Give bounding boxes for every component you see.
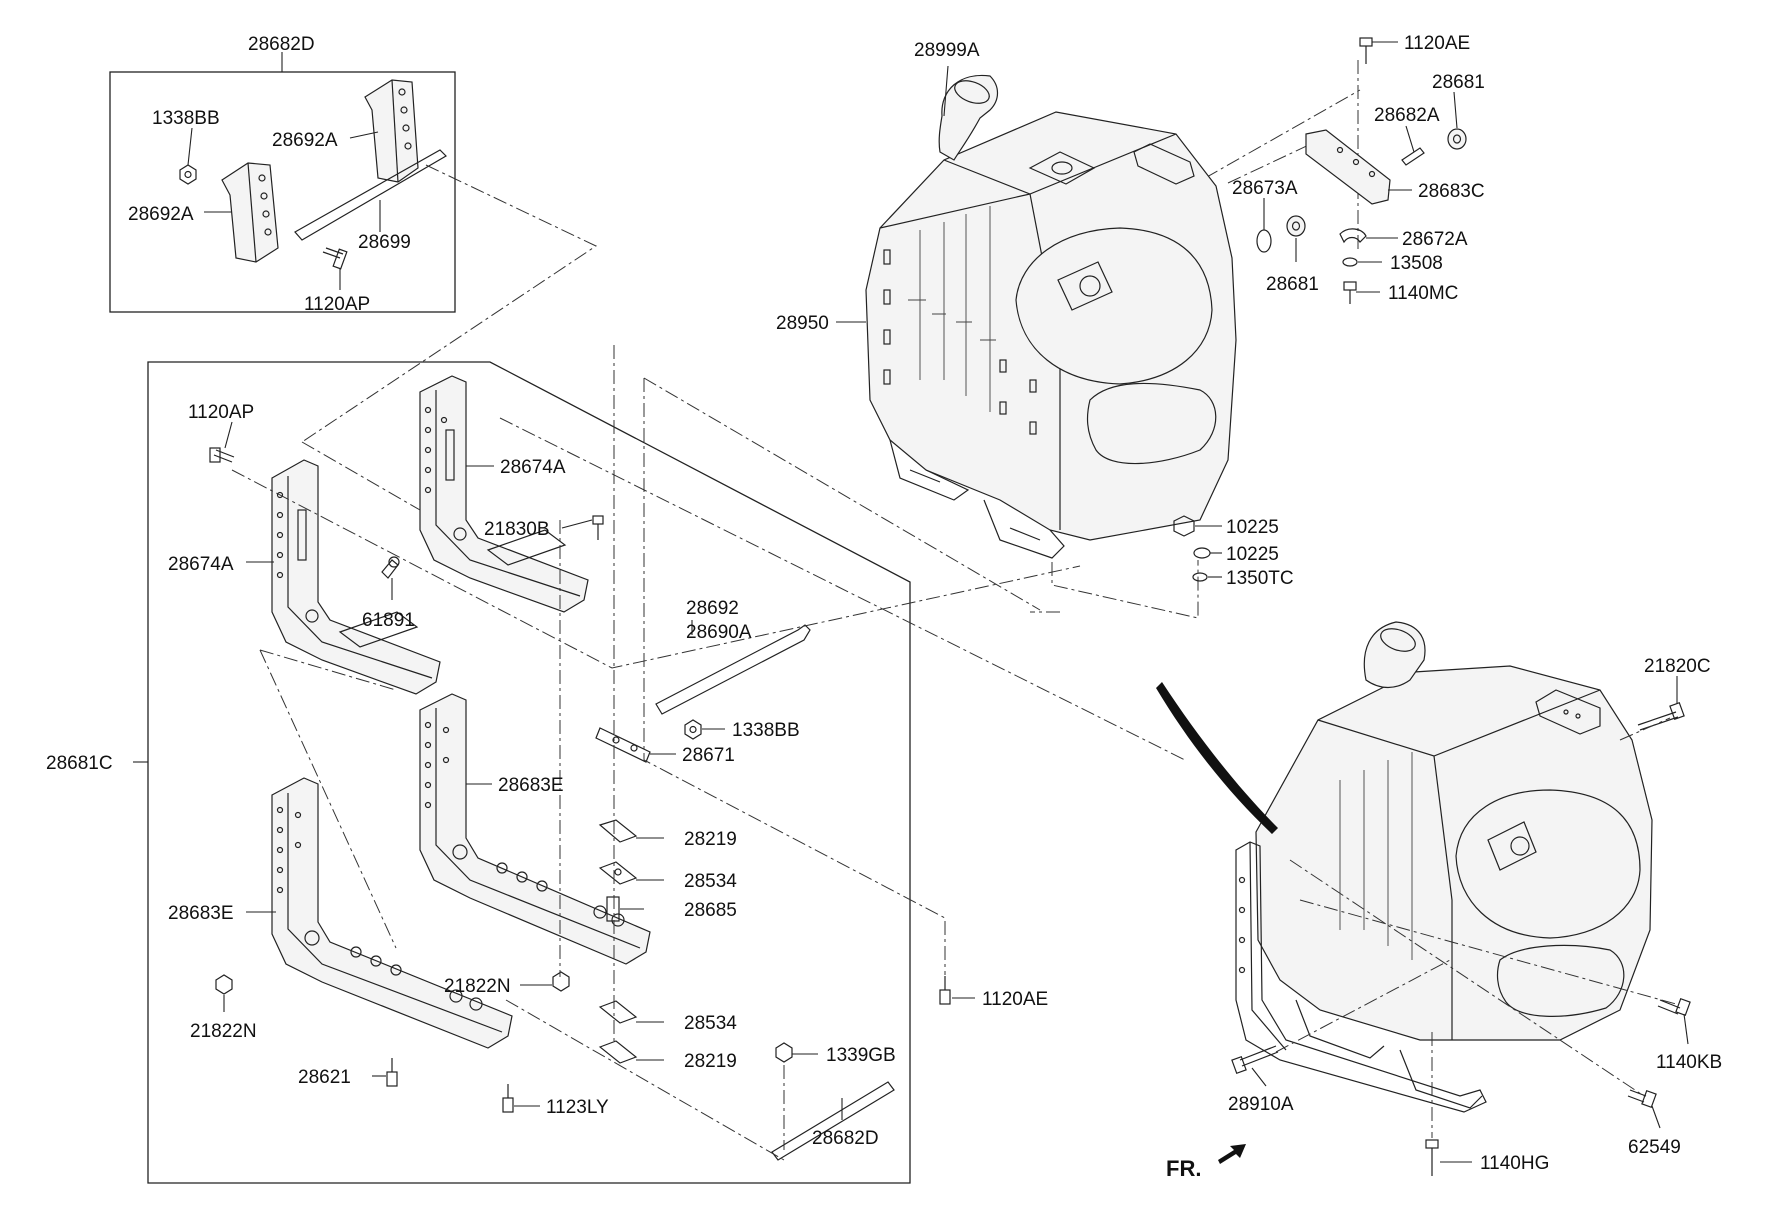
part-label: 28683E <box>498 775 564 796</box>
part-label: 28534 <box>684 1013 737 1034</box>
part-label: 21822N <box>190 1021 257 1042</box>
small-parts-upper-right <box>1173 37 1467 582</box>
fr-arrow-icon <box>1218 1144 1246 1164</box>
part-label: 21822N <box>444 976 511 997</box>
direction-label: FR. <box>1166 1156 1201 1181</box>
part-label: 28681 <box>1266 274 1319 295</box>
part-label: 28999A <box>914 40 980 61</box>
part-labels: 28682D 1338BB 28692A 28692A 28699 1120AP… <box>46 33 1722 1181</box>
inset-frame-28682D <box>109 52 456 313</box>
part-label: 28683E <box>168 903 234 924</box>
part-label: 62549 <box>1628 1137 1681 1158</box>
part-label: 28682D <box>812 1128 879 1149</box>
part-label: 28950 <box>776 313 829 334</box>
part-label: 1140HG <box>1480 1153 1549 1174</box>
part-label: 28674A <box>168 554 234 575</box>
bracket-28683E-rear <box>419 693 651 965</box>
part-label: 28690A <box>686 622 752 643</box>
part-label: 1338BB <box>732 720 800 741</box>
part-label: 28681C <box>46 753 113 774</box>
part-label: 21820C <box>1644 656 1711 677</box>
part-label: 28621 <box>298 1067 351 1088</box>
installed-assembly-view <box>1231 621 1691 1176</box>
part-label: 28534 <box>684 871 737 892</box>
part-label: 28674A <box>500 457 566 478</box>
part-label: 1120AE <box>982 989 1048 1010</box>
part-label: 1120AE <box>1404 33 1470 54</box>
part-label: 28672A <box>1402 229 1468 250</box>
bracket-28683E-front <box>271 777 513 1049</box>
part-label: 28671 <box>682 745 735 766</box>
part-label: 28219 <box>684 829 737 850</box>
exhaust-assembly-28950 <box>865 74 1237 559</box>
part-label: 28910A <box>1228 1094 1294 1115</box>
part-label: 1123LY <box>546 1097 609 1118</box>
part-label: 28692A <box>272 130 338 151</box>
part-label: 28219 <box>684 1051 737 1072</box>
part-label: 13508 <box>1390 253 1443 274</box>
part-label: 1339GB <box>826 1045 896 1066</box>
part-label: 28699 <box>358 232 411 253</box>
part-label: 10225 <box>1226 517 1279 538</box>
part-label: 1140KB <box>1656 1052 1722 1073</box>
part-label: 1140MC <box>1388 283 1458 304</box>
part-label: 1338BB <box>152 108 220 129</box>
part-label: 1120AP <box>188 402 254 423</box>
part-label: 28682D <box>248 34 315 55</box>
small-parts-left <box>209 447 951 1161</box>
part-label: 21830B <box>484 519 550 540</box>
part-label: 28692 <box>686 598 739 619</box>
part-label: 10225 <box>1226 544 1279 565</box>
direction-arrows <box>1156 682 1278 1164</box>
part-label: 28692A <box>128 204 194 225</box>
part-label: 28681 <box>1432 72 1485 93</box>
part-label: 28682A <box>1374 105 1440 126</box>
leader-lines <box>187 41 1689 1163</box>
part-label: 61891 <box>362 610 415 631</box>
part-label: 28673A <box>1232 178 1298 199</box>
part-label: 28685 <box>684 900 737 921</box>
part-label: 1350TC <box>1226 568 1294 589</box>
bracket-28674A-front <box>271 459 441 695</box>
part-label: 1120AP <box>304 294 370 315</box>
bracket-group-frame-28681C <box>133 361 911 1184</box>
bracket-28674A-rear <box>419 375 589 613</box>
part-label: 28683C <box>1418 181 1485 202</box>
inset-brackets <box>179 79 447 270</box>
assembly-lines <box>231 60 1361 1161</box>
